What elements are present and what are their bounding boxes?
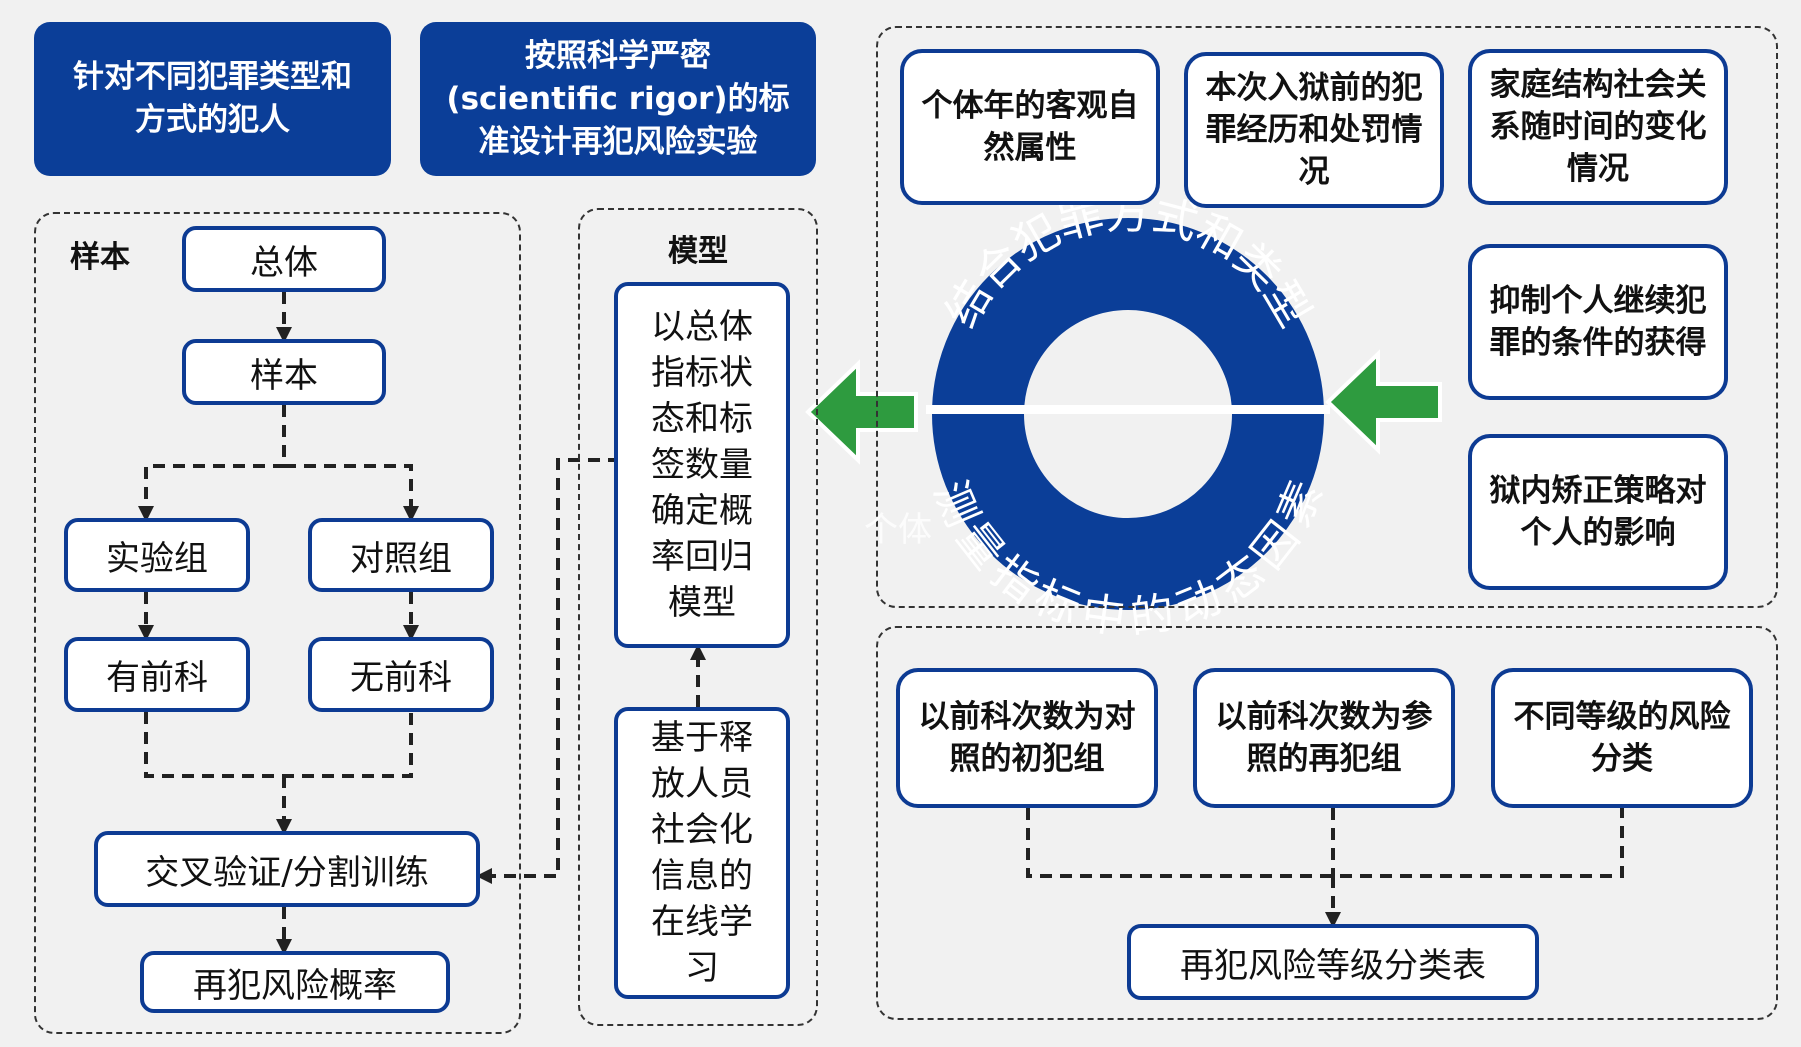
arrow-to-ring [1325,349,1442,455]
repeat-offender-group-text: 以前科次数为参照的再犯组 [1215,699,1433,777]
connector-model-to-cross-validation [476,458,620,884]
population-text: 总体 [250,242,318,283]
classification-panel [876,626,1778,1020]
recidivism-probability-box: 再犯风险概率 [140,951,450,1013]
factor-criminal-history-text: 本次入狱前的犯罪经历和处罚情况 [1205,70,1423,190]
factor-family-structure-box: 家庭结构社会关系随时间的变化情况 [1468,49,1728,205]
factor-natural-attributes-text: 个体年的客观自然属性 [921,88,1139,166]
first-offender-group-box: 以前科次数为对照的初犯组 [896,668,1158,808]
experimental-group-text: 实验组 [106,538,208,579]
first-offender-group-text: 以前科次数为对照的初犯组 [918,699,1136,777]
arrow-to-model [805,359,918,465]
connector-merge-classification [1026,808,1624,878]
sample-box: 样本 [182,339,386,405]
factor-family-structure-text: 家庭结构社会关系随时间的变化情况 [1489,67,1707,187]
header-experiment-design-text: 按照科学严密(scientific rigor)的标准设计再犯风险实验 [446,37,790,160]
connector-sample-control [284,464,419,522]
overlay-watermark-text: 个体 [864,510,932,550]
control-group-text: 对照组 [350,538,452,579]
repeat-offender-group-box: 以前科次数为参照的再犯组 [1193,668,1455,808]
without-record-box: 无前科 [308,637,494,712]
header-target-offenders: 针对不同犯罪类型和方式的犯人 [34,22,391,176]
factor-natural-attributes-box: 个体年的客观自然属性 [900,49,1160,205]
with-record-box: 有前科 [64,637,250,712]
risk-level-table-text: 再犯风险等级分类表 [1180,945,1486,986]
sample-panel [34,212,521,1034]
header-target-offenders-text: 针对不同犯罪类型和方式的犯人 [73,59,352,138]
sample-panel-label: 样本 [70,240,130,275]
cross-validation-box: 交叉验证/分割训练 [94,831,480,907]
recidivism-probability-text: 再犯风险概率 [193,965,397,1006]
control-group-box: 对照组 [308,518,494,592]
factors-panel [876,26,1778,608]
connector-sample-experimental [138,405,286,522]
regression-model-box: 以总体指标状态和标签数量确定概率回归模型 [614,282,790,648]
sample-text: 样本 [250,355,318,396]
cross-validation-text: 交叉验证/分割训练 [145,852,429,893]
factor-criminal-history-box: 本次入狱前的犯罪经历和处罚情况 [1184,52,1444,208]
factor-deterrence-text: 抑制个人继续犯罪的条件的获得 [1489,283,1707,361]
factor-correction-strategy-box: 狱内矫正策略对个人的影响 [1468,434,1728,590]
factor-correction-strategy-text: 狱内矫正策略对个人的影响 [1489,473,1707,551]
risk-level-table-box: 再犯风险等级分类表 [1127,924,1539,1000]
population-box: 总体 [182,226,386,292]
regression-model-text: 以总体指标状态和标签数量确定概率回归模型 [651,307,753,623]
risk-level-classification-text: 不同等级的风险分类 [1513,699,1731,777]
factor-deterrence-box: 抑制个人继续犯罪的条件的获得 [1468,244,1728,400]
with-record-text: 有前科 [106,658,208,698]
connector-merge-groups [144,712,413,778]
model-panel [578,208,818,1026]
online-learning-text: 基于释放人员社会化信息的在线学习 [651,718,753,988]
experimental-group-box: 实验组 [64,518,250,592]
header-experiment-design: 按照科学严密(scientific rigor)的标准设计再犯风险实验 [420,22,816,176]
risk-level-classification-box: 不同等级的风险分类 [1491,668,1753,808]
without-record-text: 无前科 [350,658,452,698]
online-learning-box: 基于释放人员社会化信息的在线学习 [614,707,790,999]
model-panel-label: 模型 [668,234,728,269]
